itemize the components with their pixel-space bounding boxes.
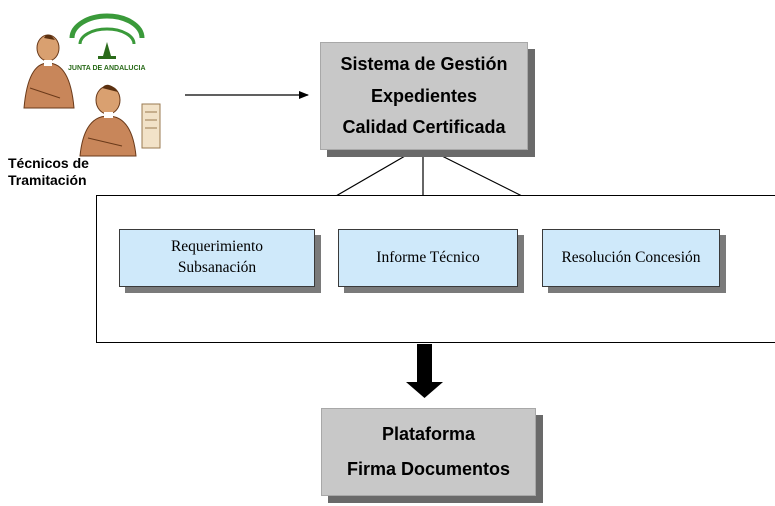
actor-label-line2: Tramitación	[8, 172, 87, 188]
actor-illustration: JUNTA DE ANDALUCIA	[10, 8, 180, 158]
platform-box-line1: Plataforma	[381, 423, 476, 444]
system-box-line1: Sistema de Gestión	[340, 53, 508, 74]
document-informe-line1: Informe Técnico	[376, 248, 480, 266]
arrow-panel-to-platform	[406, 344, 443, 398]
document-box-requerimiento: Requerimiento Subsanación	[119, 229, 315, 287]
document-box-resolucion: Resolución Concesión	[542, 229, 720, 287]
system-box-line3: Calidad Certificada	[342, 117, 506, 138]
junta-logo-icon: JUNTA DE ANDALUCIA	[68, 13, 146, 72]
actor-label-line1: Técnicos de	[8, 155, 89, 171]
system-box: Sistema de Gestión Expedientes Calidad C…	[320, 42, 528, 150]
technicians-icon: JUNTA DE ANDALUCIA	[23, 13, 161, 157]
platform-box-line2: Firma Documentos	[346, 459, 511, 480]
document-box-informe: Informe Técnico	[338, 229, 518, 287]
platform-box: Plataforma Firma Documentos	[321, 408, 536, 496]
document-requerimiento-line2: Subsanación	[177, 259, 257, 276]
document-resolucion-line1: Resolución Concesión	[561, 248, 701, 266]
svg-text:JUNTA DE ANDALUCIA: JUNTA DE ANDALUCIA	[68, 65, 146, 72]
system-box-line2: Expedientes	[370, 85, 478, 106]
actor-label: Técnicos de Tramitación	[8, 155, 128, 189]
document-requerimiento-line1: Requerimiento	[170, 238, 264, 256]
